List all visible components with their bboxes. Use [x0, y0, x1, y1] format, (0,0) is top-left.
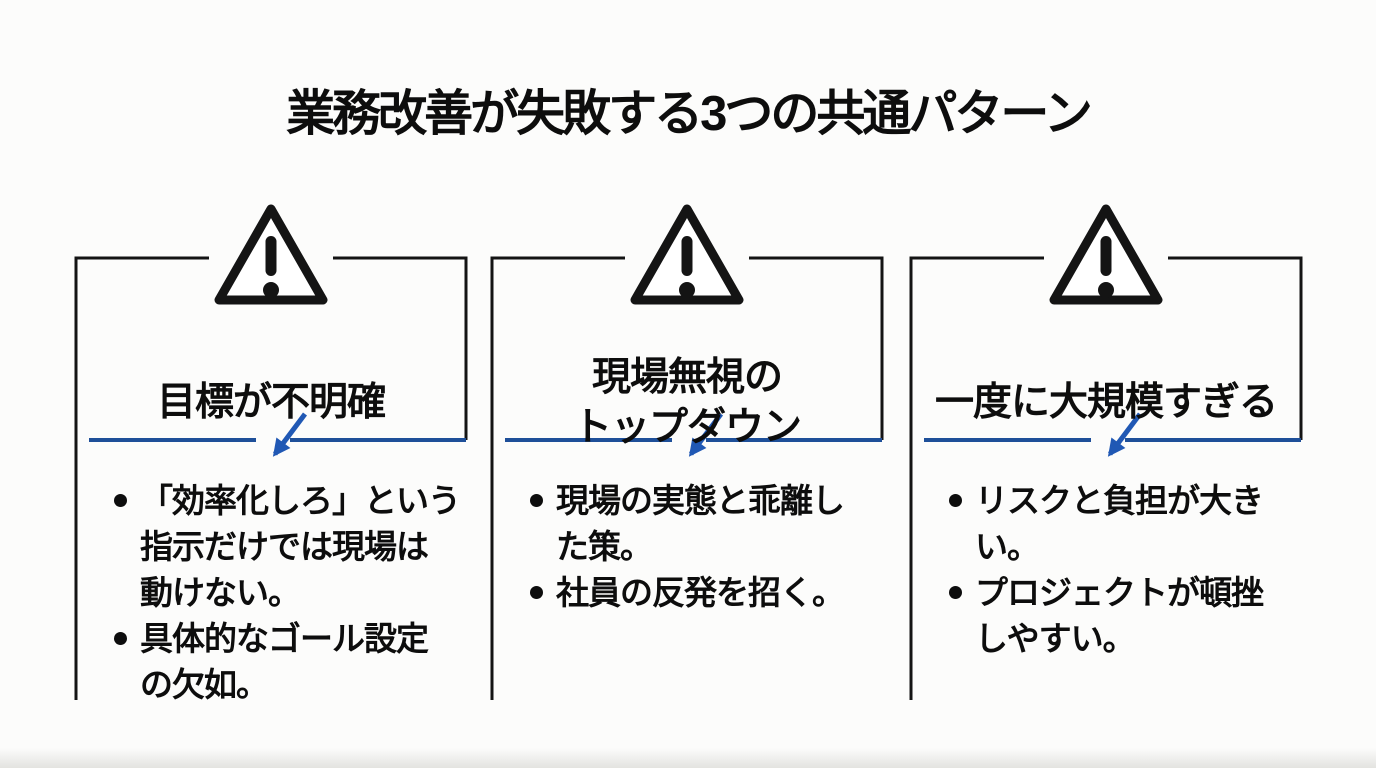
- bottom-shadow-strip: [0, 748, 1376, 768]
- bullet-item: プロジェクトが頓挫しやすい。: [949, 570, 1299, 662]
- bullet-text: 具体的なゴール設定の欠如。: [140, 620, 429, 703]
- exclamation-dot: [679, 282, 695, 298]
- arrow-down-left-icon: [272, 412, 307, 457]
- arrow-down-left-icon: [688, 412, 723, 457]
- exclamation-bar: [1100, 236, 1112, 276]
- bullet-list: リスクと負担が大きい。プロジェクトが頓挫しやすい。: [949, 478, 1299, 662]
- card-heading: 一度に大規模すぎる: [909, 346, 1303, 460]
- exclamation-dot: [1098, 282, 1114, 298]
- card-heading: 現場無視のトップダウン: [490, 346, 884, 460]
- bullet-dot: [114, 632, 127, 645]
- exclamation-bar: [681, 236, 693, 276]
- warning-triangle-glyph: [630, 204, 744, 305]
- bullet-text: 現場の実態と乖離した策。: [556, 482, 845, 565]
- heading-line: 一度に大規模すぎる: [934, 381, 1278, 425]
- warning-triangle-icon: [1044, 200, 1168, 308]
- warning-triangle-icon: [209, 200, 333, 308]
- bullet-text: 「効率化しろ」という指示だけでは現場は動けない。: [140, 482, 461, 611]
- bullet-dot: [530, 494, 543, 507]
- bullet-dot: [530, 586, 543, 599]
- bullet-dot: [114, 494, 127, 507]
- exclamation-dot: [263, 282, 279, 298]
- bullet-list: 「効率化しろ」という指示だけでは現場は動けない。具体的なゴール設定の欠如。: [114, 478, 464, 708]
- bullet-list: 現場の実態と乖離した策。社員の反発を招く。: [530, 478, 880, 616]
- bullet-item: リスクと負担が大きい。: [949, 478, 1299, 570]
- failure-pattern-card: 現場無視のトップダウン 現場の実態と乖離した策。社員の反発を招く。: [490, 200, 884, 710]
- warning-triangle-glyph: [1049, 204, 1163, 305]
- failure-pattern-card: 一度に大規模すぎる リスクと負担が大きい。プロジェクトが頓挫しやすい。: [909, 200, 1303, 710]
- card-heading: 目標が不明確: [74, 346, 468, 460]
- bullet-text: リスクと負担が大きい。: [975, 482, 1264, 565]
- warning-triangle-glyph: [214, 204, 328, 305]
- exclamation-bar: [265, 236, 277, 276]
- bullet-item: 社員の反発を招く。: [530, 570, 880, 616]
- bullet-dot: [949, 586, 962, 599]
- bullet-text: 社員の反発を招く。: [556, 574, 845, 611]
- bullet-dot: [949, 494, 962, 507]
- heading-line: 現場無視の: [591, 356, 783, 400]
- bullet-item: 「効率化しろ」という指示だけでは現場は動けない。: [114, 478, 464, 616]
- warning-triangle-icon: [625, 200, 749, 308]
- bullet-text: プロジェクトが頓挫しやすい。: [975, 574, 1264, 657]
- page-title: 業務改善が失敗する3つの共通パターン: [286, 87, 1093, 141]
- heading-line: 目標が不明確: [156, 381, 386, 425]
- failure-pattern-card: 目標が不明確 「効率化しろ」という指示だけでは現場は動けない。具体的なゴール設定…: [74, 200, 468, 710]
- arrow-down-left-icon: [1107, 412, 1142, 457]
- heading-line: トップダウン: [572, 406, 802, 450]
- bullet-item: 現場の実態と乖離した策。: [530, 478, 880, 570]
- bullet-item: 具体的なゴール設定の欠如。: [114, 616, 464, 708]
